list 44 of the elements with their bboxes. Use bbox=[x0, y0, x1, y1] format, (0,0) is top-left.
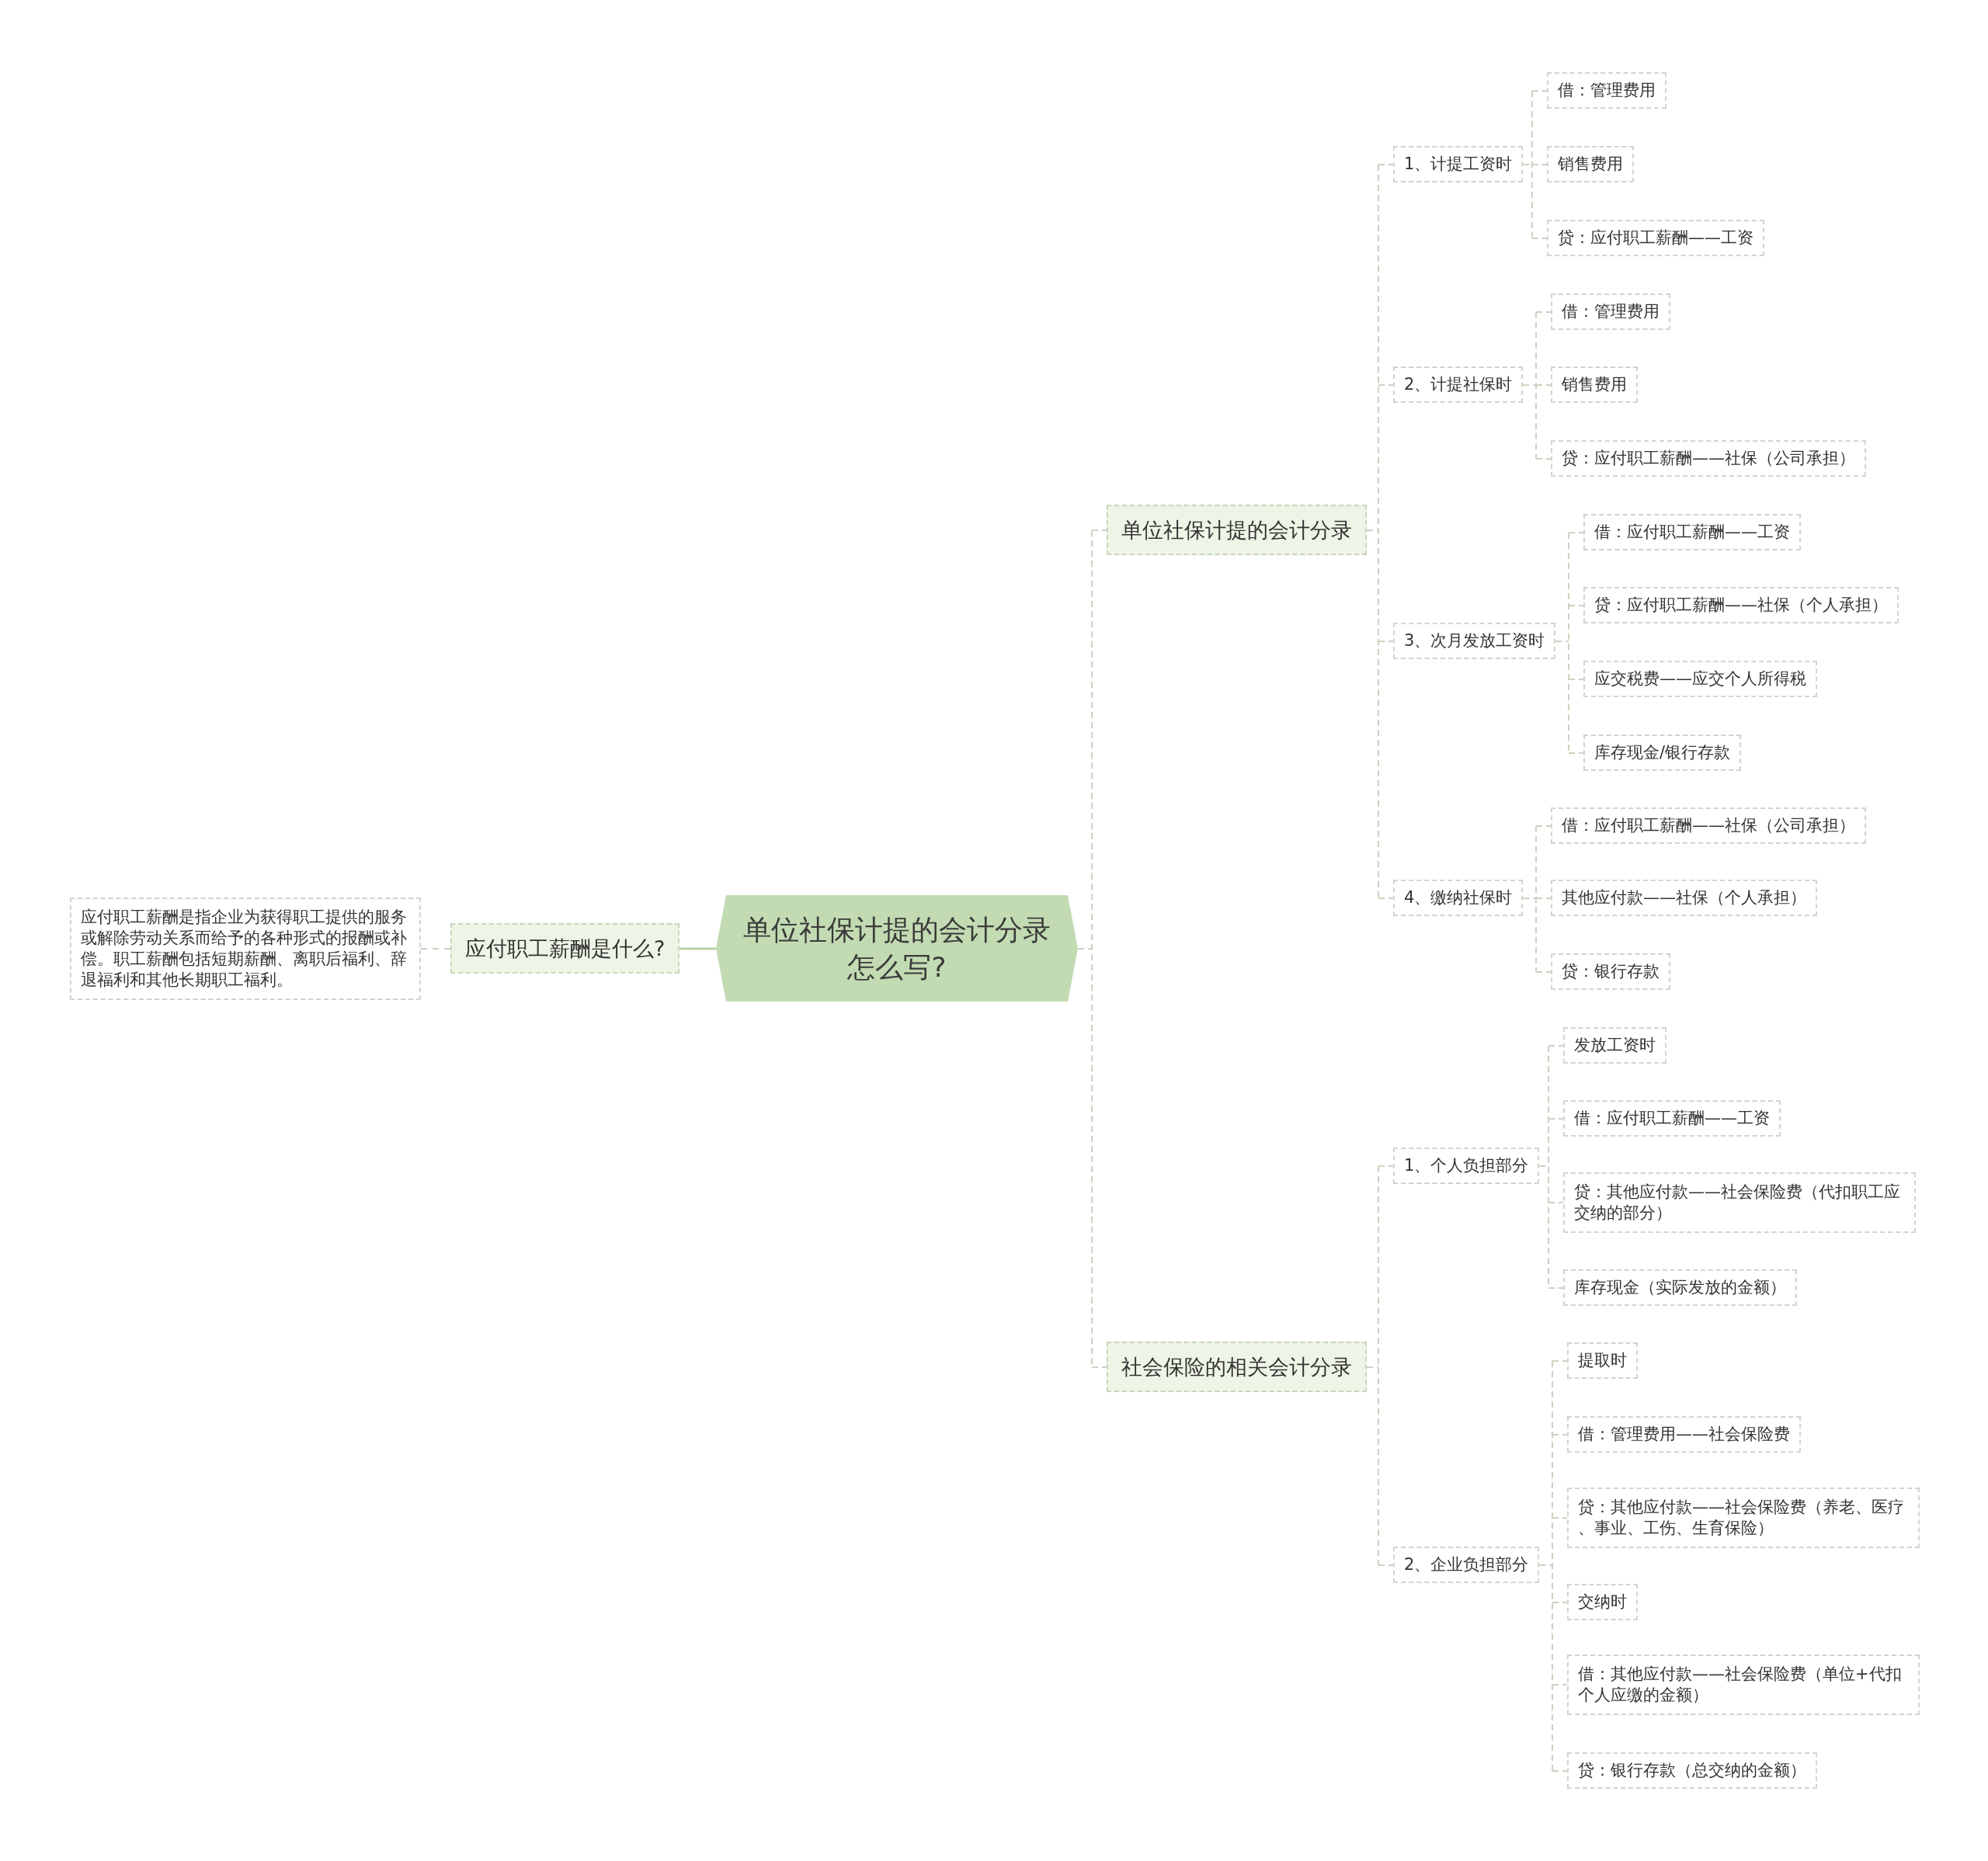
subtopic-box: 4、缴纳社保时 bbox=[1393, 880, 1524, 916]
connector-line bbox=[1538, 1045, 1564, 1289]
connector-line bbox=[1522, 311, 1552, 460]
entry-box: 借：其他应付款——社会保险费（单位+代扣个人应缴的金额） bbox=[1567, 1654, 1920, 1715]
connector-line bbox=[1077, 529, 1107, 1368]
entry-box: 贷：银行存款（总交纳的金额） bbox=[1567, 1752, 1817, 1789]
entry-box: 贷：银行存款 bbox=[1551, 953, 1670, 990]
topic-box: 应付职工薪酬是什么? bbox=[450, 923, 680, 974]
entry-box: 借：应付职工薪酬——工资 bbox=[1583, 514, 1801, 550]
subtopic-box: 1、个人负担部分 bbox=[1393, 1148, 1540, 1184]
entry-box: 其他应付款——社保（个人承担） bbox=[1551, 880, 1817, 916]
topic-box: 单位社保计提的会计分录 bbox=[1107, 505, 1367, 555]
entry-box: 发放工资时 bbox=[1563, 1027, 1667, 1064]
connector-line bbox=[1538, 1360, 1568, 1772]
entry-box: 销售费用 bbox=[1547, 146, 1634, 182]
topic-box: 社会保险的相关会计分录 bbox=[1107, 1342, 1367, 1392]
entry-box: 借：管理费用——社会保险费 bbox=[1567, 1416, 1801, 1453]
connector-line bbox=[1366, 164, 1394, 899]
note-box: 应付职工薪酬是指企业为获得职工提供的服务或解除劳动关系而给予的各种形式的报酬或补偿。职工薪酬包括短期薪酬、离职后福利、辞退福利和其他长期职工福利。 bbox=[70, 898, 421, 1000]
connector-line bbox=[1522, 90, 1548, 239]
entry-box: 贷：应付职工薪酬——社保（个人承担） bbox=[1583, 587, 1899, 623]
entry-box: 贷：其他应付款——社会保险费（代扣职工应交纳的部分） bbox=[1563, 1172, 1916, 1233]
subtopic-box: 1、计提工资时 bbox=[1393, 146, 1524, 182]
entry-box: 借：应付职工薪酬——社保（公司承担） bbox=[1551, 807, 1866, 844]
entry-box: 借：应付职工薪酬——工资 bbox=[1563, 1100, 1781, 1137]
connector-line bbox=[1522, 825, 1552, 973]
connector-line bbox=[420, 948, 451, 950]
connector-line bbox=[1366, 1165, 1394, 1566]
entry-box: 销售费用 bbox=[1551, 366, 1638, 403]
subtopic-box: 2、计提社保时 bbox=[1393, 366, 1524, 403]
subtopic-box: 2、企业负担部分 bbox=[1393, 1547, 1540, 1583]
entry-box: 应交税费——应交个人所得税 bbox=[1583, 661, 1817, 697]
entry-box: 库存现金（实际发放的金额） bbox=[1563, 1269, 1797, 1306]
entry-box: 借：管理费用 bbox=[1551, 293, 1670, 330]
entry-box: 贷：应付职工薪酬——工资 bbox=[1547, 220, 1764, 256]
entry-box: 提取时 bbox=[1567, 1342, 1638, 1379]
entry-box: 借：管理费用 bbox=[1547, 72, 1667, 109]
entry-box: 库存现金/银行存款 bbox=[1583, 734, 1742, 771]
entry-box: 贷：其他应付款——社会保险费（养老、医疗、事业、工伤、生育保险） bbox=[1567, 1488, 1920, 1548]
subtopic-box: 3、次月发放工资时 bbox=[1393, 623, 1556, 659]
entry-box: 交纳时 bbox=[1567, 1584, 1638, 1620]
entry-box: 贷：应付职工薪酬——社保（公司承担） bbox=[1551, 440, 1866, 477]
connector-line bbox=[679, 947, 716, 950]
connector-line bbox=[1555, 532, 1584, 754]
